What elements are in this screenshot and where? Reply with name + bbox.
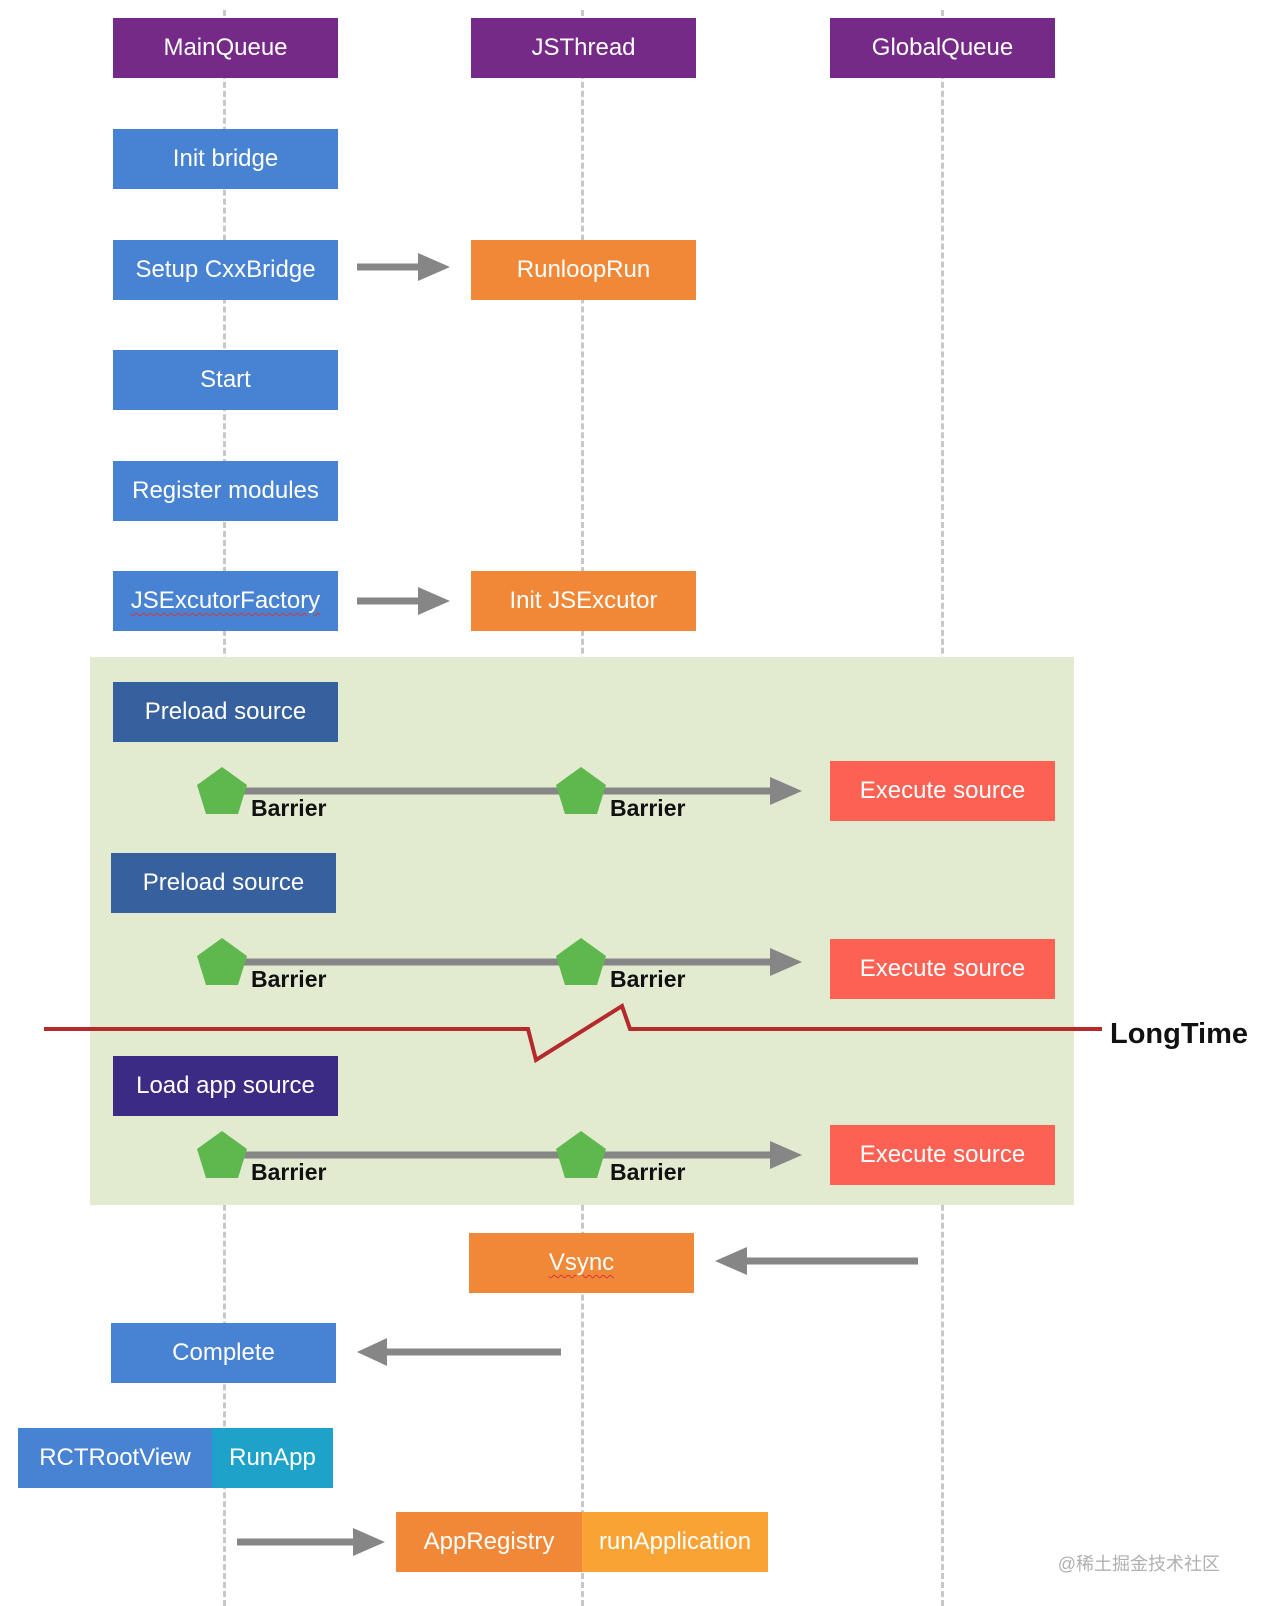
app-registry-step: AppRegistry	[396, 1512, 582, 1572]
register-modules-step: Register modules	[113, 461, 338, 521]
barrier-label-main-3: Barrier	[251, 1159, 327, 1185]
barrier-label-js-1: Barrier	[610, 795, 686, 821]
load-app-source-step: Load app source	[113, 1056, 338, 1116]
arrowhead-global-to-vsync	[715, 1247, 747, 1275]
run-application-step: runApplication	[582, 1512, 768, 1572]
arrowhead-barrier-row-2	[770, 948, 802, 976]
execute-source-step-2: Execute source	[830, 939, 1055, 999]
barrier-marker-js-2	[556, 938, 606, 985]
barrier-marker-main-1	[197, 767, 247, 814]
start-step: Start	[113, 350, 338, 410]
preload-source-step-1: Preload source	[113, 682, 338, 742]
jsexecutor-factory-step: JSExcutorFactory	[113, 571, 338, 631]
vsync-label: Vsync	[548, 1249, 615, 1276]
complete-step: Complete	[111, 1323, 336, 1383]
jsexecutor-factory-label: JSExcutorFactory	[130, 587, 321, 614]
watermark: @稀土掘金技术社区	[1057, 1554, 1220, 1574]
global-queue-header: GlobalQueue	[830, 18, 1055, 78]
long-time-label: LongTime	[1110, 1018, 1249, 1050]
arrowhead-barrier-row-3	[770, 1141, 802, 1169]
barrier-marker-js-3	[556, 1131, 606, 1178]
run-app-step: RunApp	[212, 1428, 333, 1488]
init-bridge-step: Init bridge	[113, 129, 338, 189]
arrowhead-runapp-to-appregistry	[353, 1528, 385, 1556]
barrier-label-main-1: Barrier	[251, 795, 327, 821]
barrier-label-js-2: Barrier	[610, 966, 686, 992]
preload-source-step-2: Preload source	[111, 853, 336, 913]
arrowhead-factory-to-jsexecutor	[418, 587, 450, 615]
arrowhead-setup-to-runloop	[418, 253, 450, 281]
setup-cxxbridge-step: Setup CxxBridge	[113, 240, 338, 300]
init-jsexecutor-label: Init JSExcutor	[509, 587, 658, 614]
runloop-run-step: RunloopRun	[471, 240, 696, 300]
main-queue-header: MainQueue	[113, 18, 338, 78]
rct-root-view-step: RCTRootView	[18, 1428, 212, 1488]
arrowhead-barrier-row-1	[770, 777, 802, 805]
long-time-break-line	[44, 1002, 1102, 1064]
js-thread-header: JSThread	[471, 18, 696, 78]
barrier-label-js-3: Barrier	[610, 1159, 686, 1185]
barrier-marker-js-1	[556, 767, 606, 814]
barrier-marker-main-2	[197, 938, 247, 985]
barrier-label-main-2: Barrier	[251, 966, 327, 992]
vsync-step: Vsync	[469, 1233, 694, 1293]
init-jsexecutor-step: Init JSExcutor	[471, 571, 696, 631]
execute-source-step-1: Execute source	[830, 761, 1055, 821]
arrowhead-js-to-complete	[357, 1338, 387, 1366]
barrier-marker-main-3	[197, 1131, 247, 1178]
execute-source-step-3: Execute source	[830, 1125, 1055, 1185]
